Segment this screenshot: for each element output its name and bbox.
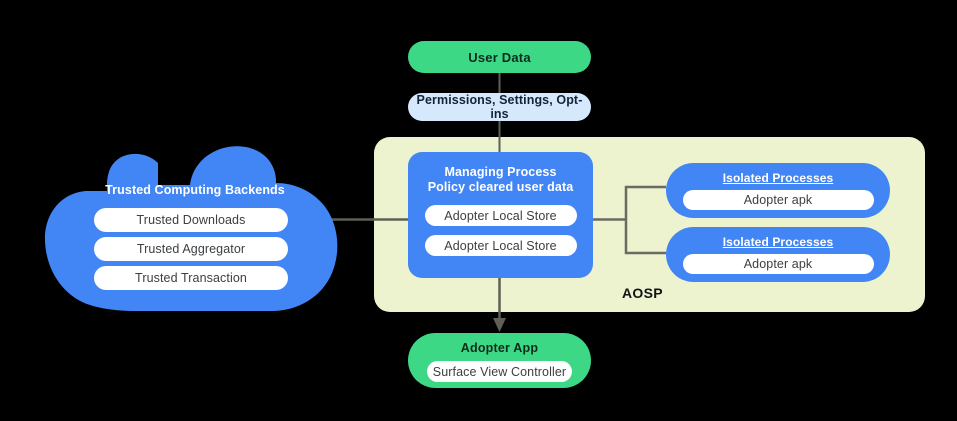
adopter-apk-2[interactable]: Adopter apk [682,254,874,274]
adopter-apk-label: Adopter apk [743,193,813,207]
isolated-process-node-2[interactable]: Isolated Processes Adopter apk [666,227,890,282]
adopter-app-title: Adopter App [460,341,539,355]
trusted-computing-backends-cloud[interactable]: Trusted Computing Backends Trusted Downl… [40,145,350,317]
adopter-app-node[interactable]: Adopter App Surface View Controller [408,333,591,388]
cloud-item-trusted-aggregator[interactable]: Trusted Aggregator [94,237,288,261]
cloud-item-trusted-downloads[interactable]: Trusted Downloads [94,208,288,232]
permissions-label: Permissions, Settings, Opt-ins [416,93,583,121]
managing-process-title: Managing Process Policy cleared user dat… [428,165,574,195]
surface-view-controller[interactable]: Surface View Controller [427,361,572,382]
aosp-label: AOSP [622,285,663,301]
managing-process-node[interactable]: Managing Process Policy cleared user dat… [408,152,593,278]
isolated-process-title: Isolated Processes [722,171,834,185]
managing-process-title-line-2: Policy cleared user data [427,180,574,194]
managing-process-title-line-1: Managing Process [444,165,557,179]
user-data-label: User Data [468,49,531,65]
isolated-process-node-1[interactable]: Isolated Processes Adopter apk [666,163,890,218]
adopter-local-store-label: Adopter Local Store [444,238,557,253]
adopter-local-store-label: Adopter Local Store [444,208,557,223]
cloud-item-label: Trusted Downloads [136,213,246,227]
adopter-local-store-2[interactable]: Adopter Local Store [424,235,577,256]
cloud-title: Trusted Computing Backends [105,183,285,197]
adopter-apk-1[interactable]: Adopter apk [682,190,874,210]
permissions-settings-optins-node[interactable]: Permissions, Settings, Opt-ins [408,93,591,121]
cloud-item-label: Trusted Transaction [135,271,247,285]
isolated-process-title: Isolated Processes [722,235,834,249]
arrowhead-down-icon [493,318,506,332]
surface-view-controller-label: Surface View Controller [432,364,567,379]
user-data-node[interactable]: User Data [408,41,591,73]
adopter-apk-label: Adopter apk [743,257,813,271]
cloud-item-label: Trusted Aggregator [136,242,246,256]
adopter-local-store-1[interactable]: Adopter Local Store [424,205,577,226]
cloud-item-trusted-transaction[interactable]: Trusted Transaction [94,266,288,290]
